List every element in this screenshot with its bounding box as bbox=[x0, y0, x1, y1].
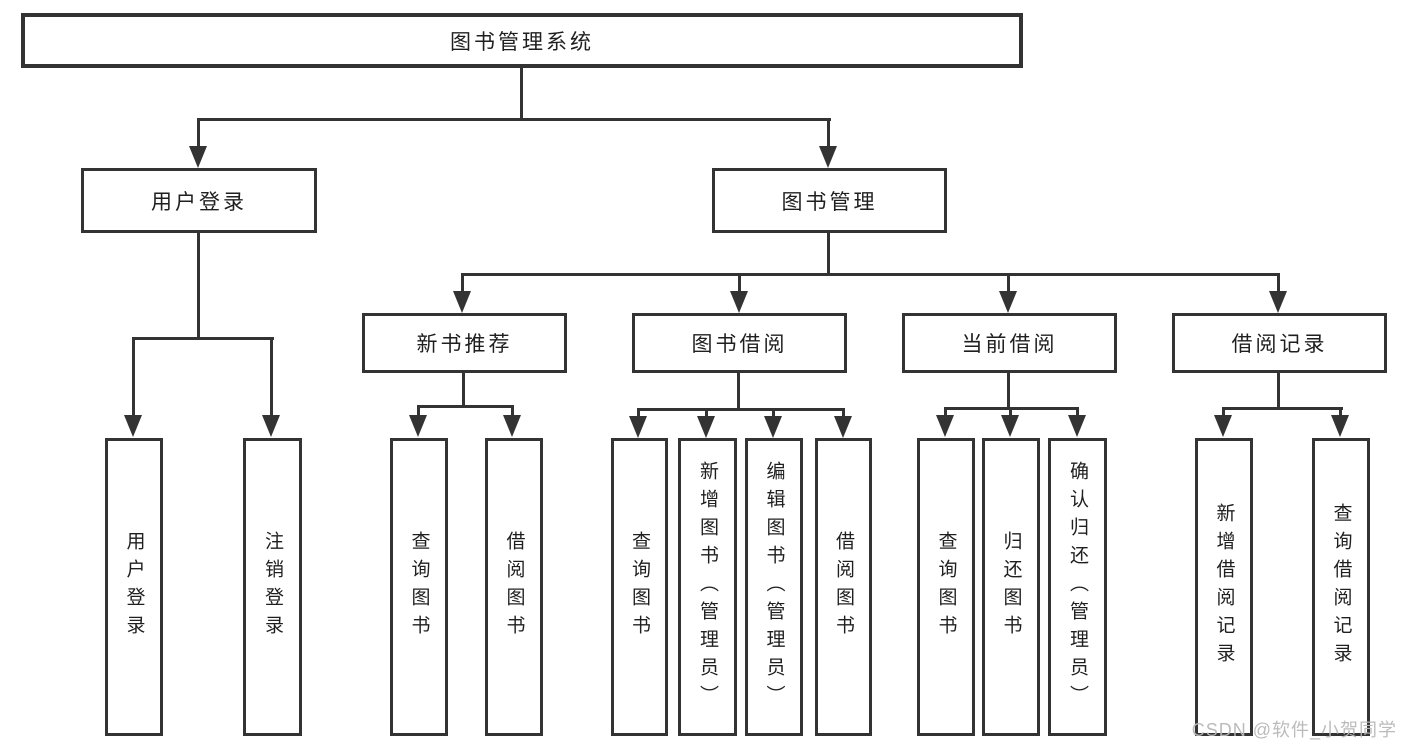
arrowhead-down-icon bbox=[409, 415, 427, 437]
connector-line bbox=[827, 118, 830, 146]
connector-line bbox=[197, 118, 200, 146]
connector-line bbox=[1339, 407, 1342, 415]
connector-line bbox=[705, 408, 708, 416]
connector-line bbox=[1222, 407, 1343, 410]
node-leaf-borrow-books-1: 借阅图书 bbox=[485, 438, 543, 736]
node-library-management-system: 图书管理系统 bbox=[21, 13, 1023, 68]
arrowhead-down-icon bbox=[1001, 415, 1019, 437]
arrowhead-down-icon bbox=[1331, 415, 1349, 437]
node-leaf-logout: 注销登录 bbox=[243, 438, 302, 736]
connector-line bbox=[417, 405, 514, 408]
node-leaf-add-book-admin: 新增图书（管理员） bbox=[678, 438, 737, 736]
arrowhead-down-icon bbox=[453, 291, 471, 313]
connector-line bbox=[197, 233, 200, 340]
connector-line bbox=[417, 405, 420, 415]
node-user-login: 用户登录 bbox=[81, 168, 317, 233]
connector-line bbox=[461, 273, 1280, 276]
node-current-borrowing: 当前借阅 bbox=[902, 313, 1117, 373]
connector-line bbox=[1277, 273, 1280, 291]
arrowhead-down-icon bbox=[730, 291, 748, 313]
arrowhead-down-icon bbox=[1214, 415, 1232, 437]
arrowhead-down-icon bbox=[999, 291, 1017, 313]
connector-line bbox=[1009, 407, 1012, 415]
csdn-watermark: CSDN @软件_小贺同学 bbox=[1191, 720, 1397, 740]
connector-line bbox=[1007, 373, 1010, 410]
node-new-book-recommendation: 新书推荐 bbox=[362, 313, 567, 373]
node-leaf-query-borrow-record: 查询借阅记录 bbox=[1312, 438, 1370, 736]
arrowhead-down-icon bbox=[189, 146, 207, 168]
connector-line bbox=[1277, 373, 1280, 410]
node-leaf-confirm-return-admin: 确认归还（管理员） bbox=[1048, 438, 1107, 736]
connector-line bbox=[132, 337, 274, 340]
connector-line bbox=[197, 118, 831, 121]
connector-line bbox=[944, 407, 947, 415]
node-leaf-edit-book-admin: 编辑图书（管理员） bbox=[745, 438, 803, 736]
connector-line bbox=[738, 273, 741, 291]
node-leaf-user-login: 用户登录 bbox=[105, 438, 163, 736]
node-leaf-query-books-2: 查询图书 bbox=[611, 438, 668, 736]
node-leaf-query-books-1: 查询图书 bbox=[390, 438, 448, 736]
arrowhead-down-icon bbox=[936, 415, 954, 437]
arrowhead-down-icon bbox=[834, 416, 852, 438]
arrowhead-down-icon bbox=[819, 146, 837, 168]
connector-line bbox=[637, 408, 640, 416]
arrowhead-down-icon bbox=[697, 416, 715, 438]
connector-line bbox=[1222, 407, 1225, 415]
arrowhead-down-icon bbox=[764, 416, 782, 438]
connector-line bbox=[827, 233, 830, 276]
connector-line bbox=[1076, 407, 1079, 415]
arrowhead-down-icon bbox=[262, 415, 280, 437]
connector-line bbox=[132, 337, 135, 415]
node-leaf-query-books-3: 查询图书 bbox=[917, 438, 975, 736]
connector-line bbox=[1007, 273, 1010, 291]
connector-line bbox=[461, 273, 464, 291]
arrowhead-down-icon bbox=[1269, 291, 1287, 313]
node-borrowing-records: 借阅记录 bbox=[1172, 313, 1387, 373]
arrowhead-down-icon bbox=[1068, 415, 1086, 437]
arrowhead-down-icon bbox=[503, 415, 521, 437]
arrowhead-down-icon bbox=[629, 416, 647, 438]
arrowhead-down-icon bbox=[124, 415, 142, 437]
connector-line bbox=[520, 68, 523, 119]
node-leaf-return-book: 归还图书 bbox=[982, 438, 1040, 736]
connector-line bbox=[737, 373, 740, 411]
connector-line bbox=[842, 408, 845, 416]
connector-line bbox=[270, 337, 273, 415]
node-book-management: 图书管理 bbox=[712, 168, 947, 233]
connector-line bbox=[462, 373, 465, 408]
node-book-borrowing: 图书借阅 bbox=[632, 313, 847, 373]
connector-line bbox=[637, 408, 845, 411]
connector-line bbox=[511, 405, 514, 415]
node-leaf-borrow-books-2: 借阅图书 bbox=[815, 438, 872, 736]
connector-line bbox=[772, 408, 775, 416]
node-leaf-add-borrow-record: 新增借阅记录 bbox=[1195, 438, 1253, 736]
